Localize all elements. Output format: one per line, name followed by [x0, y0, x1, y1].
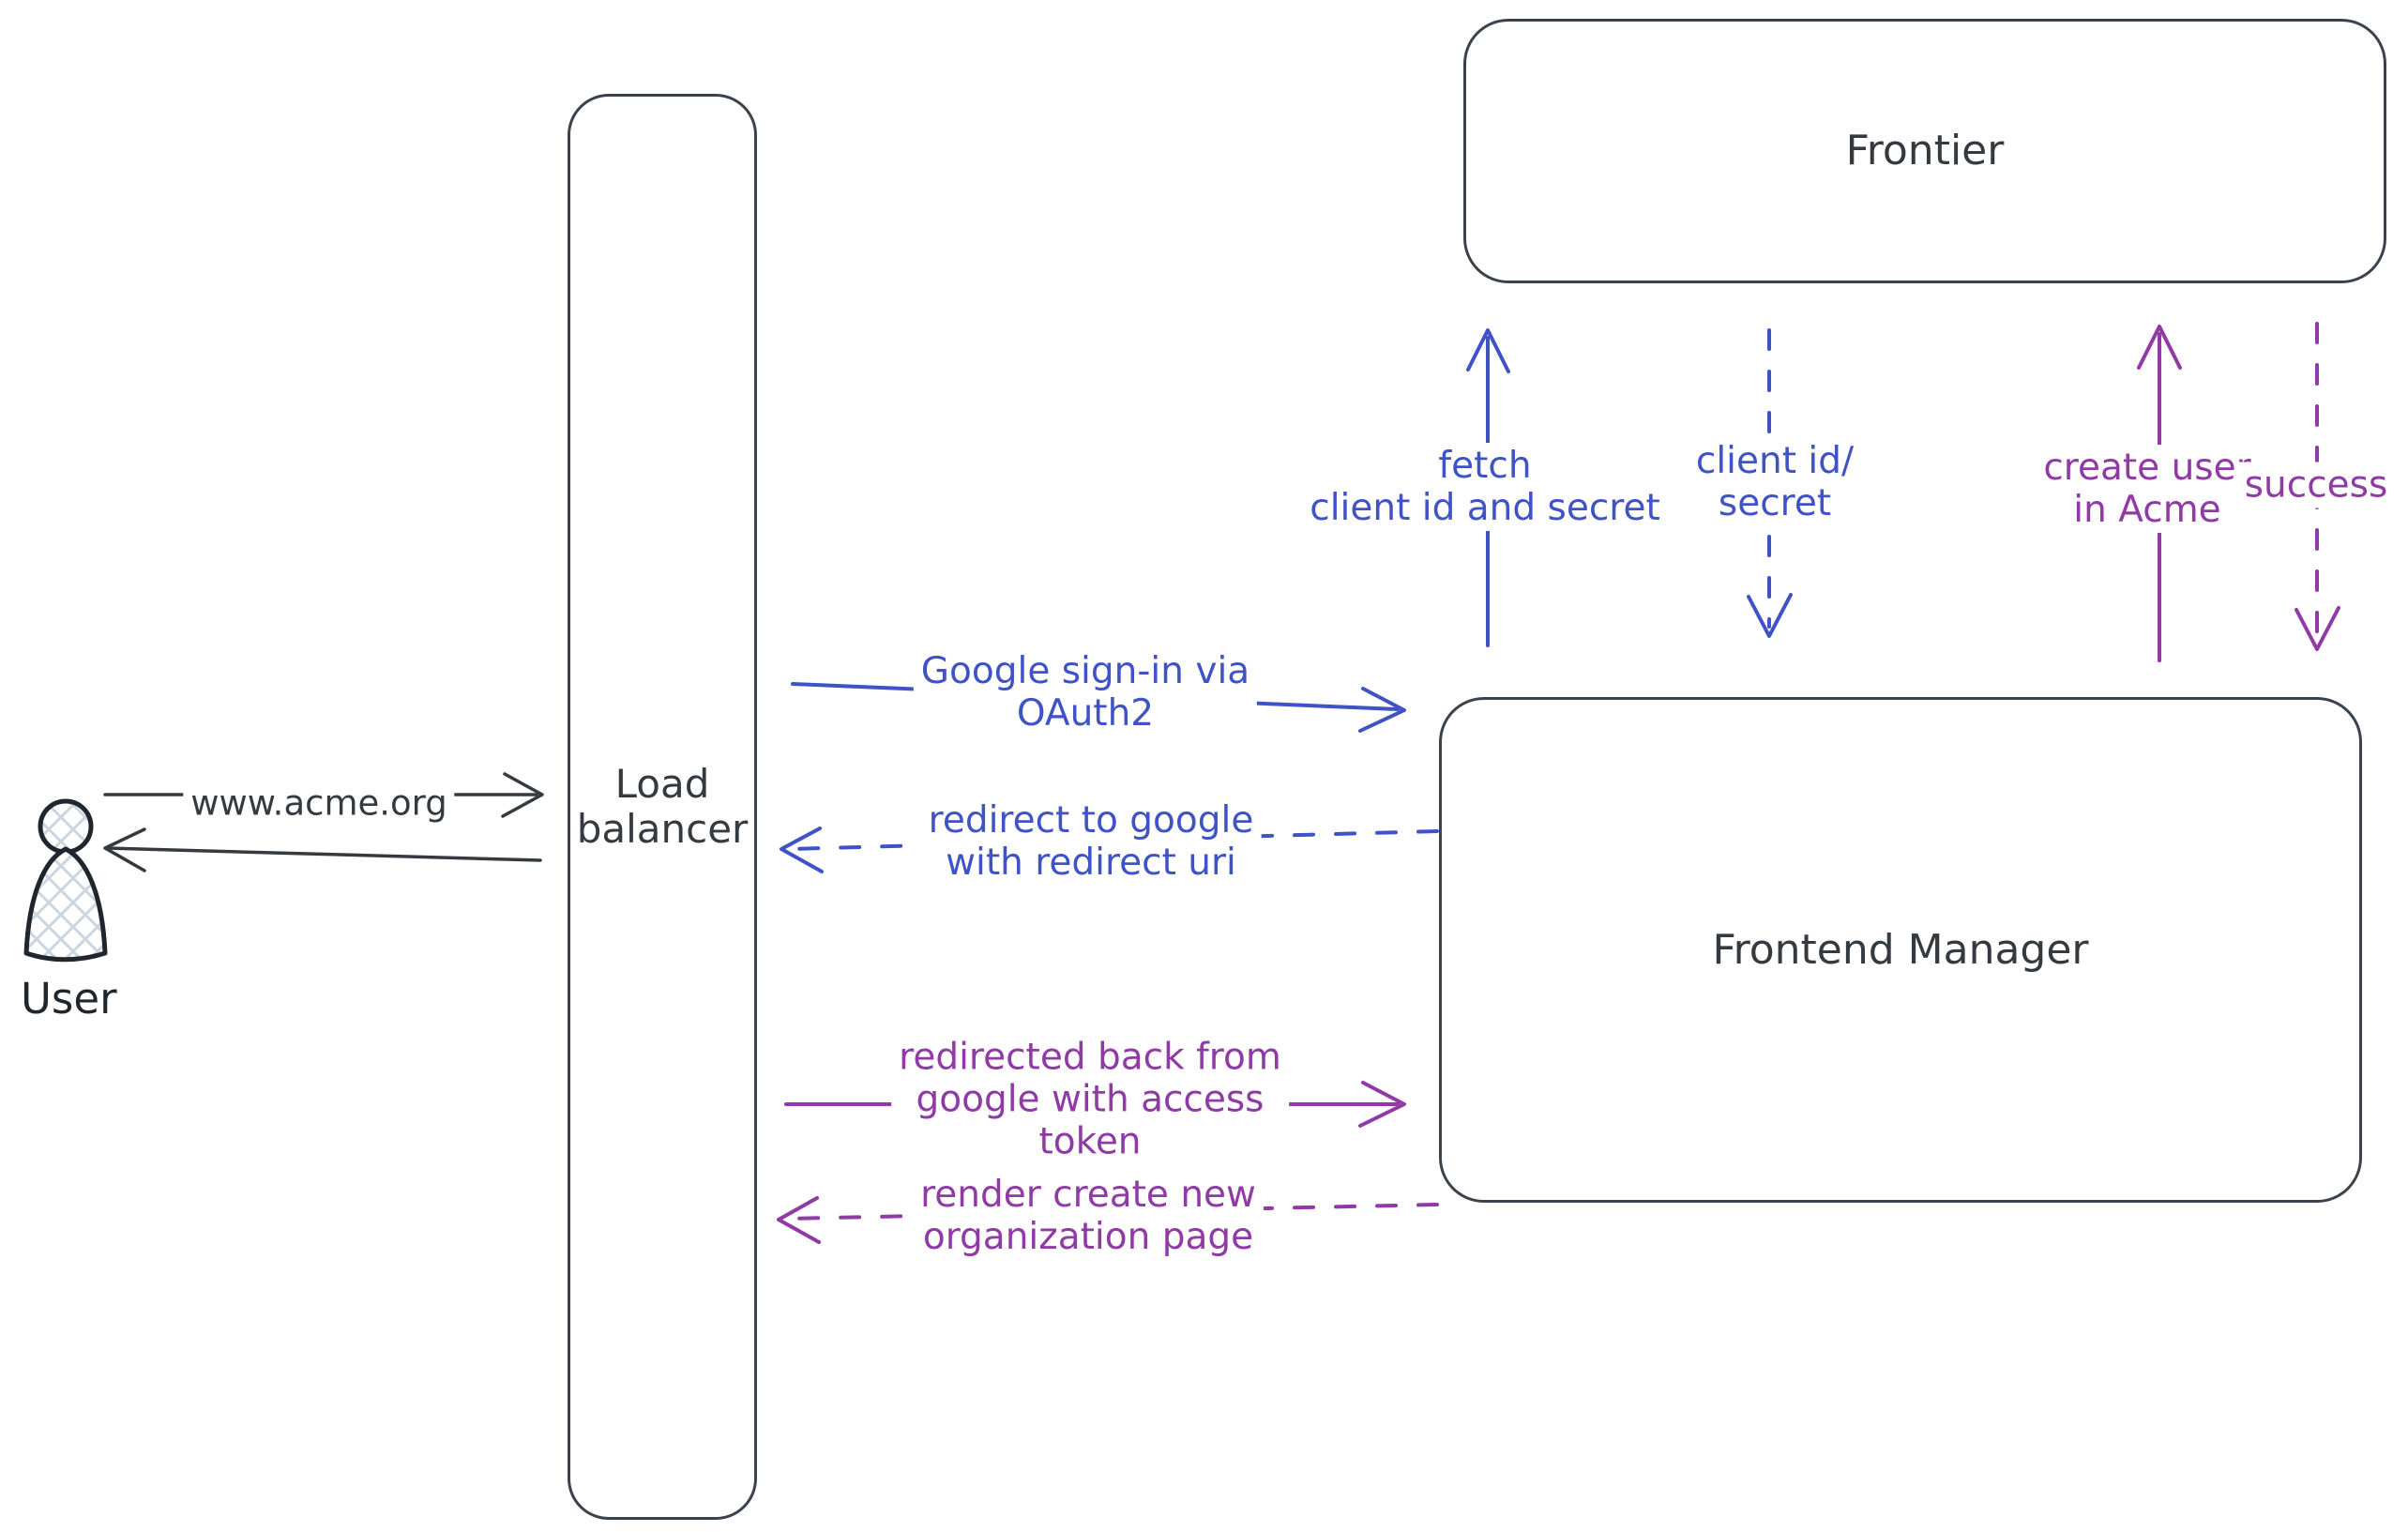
arrow-success: [2294, 322, 2340, 651]
render-org-label-line2: organization page: [922, 1216, 1254, 1258]
create-user-label: create user in Acme: [2036, 445, 2259, 533]
fetch-client-label: fetch client id and secret: [1302, 443, 1668, 531]
frontend-manager-label: Frontend Manager: [1712, 926, 2088, 975]
load-balancer-label: Load balancer: [570, 762, 754, 852]
client-id-secret-label-line1: client id/: [1695, 440, 1855, 482]
arrow-www-response: [103, 827, 542, 872]
user-head: [38, 798, 94, 855]
redirected-back-label: redirected back from google with access …: [891, 1034, 1289, 1165]
frontend-manager-box: Frontend Manager: [1439, 697, 2362, 1203]
arrow-client-id-secret: [1747, 328, 1793, 638]
user-label: User: [21, 974, 117, 1024]
frontend-manager-label-line2: Manager: [1907, 925, 2089, 974]
google-signin-label: Google sign-in via OAuth2: [913, 648, 1258, 736]
fetch-client-label-line1: fetch: [1438, 445, 1532, 487]
render-org-label: render create new organization page: [913, 1172, 1264, 1260]
load-balancer-box: Load balancer: [568, 94, 757, 1520]
create-user-label-line2: in Acme: [2073, 489, 2221, 531]
arrow-redirect-google: [780, 827, 1439, 873]
frontier-label: Frontier: [1845, 127, 2005, 174]
client-id-secret-label: client id/ secret: [1688, 438, 1862, 526]
redirected-back-label-line1: redirected back from: [899, 1036, 1281, 1079]
user-figure: [23, 798, 108, 963]
redirected-back-label-line3: token: [1038, 1120, 1142, 1163]
frontier-box: Frontier: [1463, 19, 2386, 283]
frontend-manager-label-line1: Frontend: [1712, 925, 1895, 974]
arrow-render-org: [777, 1196, 1439, 1244]
fetch-client-label-line2: client id and secret: [1310, 487, 1660, 529]
redirected-back-label-line2: google with access: [916, 1078, 1265, 1121]
redirect-google-label: redirect to google with redirect uri: [920, 797, 1262, 886]
render-org-label-line1: render create new: [920, 1174, 1256, 1216]
www-request-label: www.acme.org: [183, 780, 455, 827]
google-signin-label-line1: Google sign-in via: [920, 650, 1250, 692]
success-label: success: [2236, 462, 2396, 508]
user-body: [23, 846, 108, 963]
load-balancer-label-line2: balancer: [576, 806, 749, 852]
create-user-label-line1: create user: [2043, 447, 2251, 489]
load-balancer-label-line1: Load: [614, 761, 710, 807]
google-signin-label-line2: OAuth2: [1016, 692, 1155, 735]
redirect-google-label-line1: redirect to google: [928, 799, 1254, 842]
client-id-secret-label-line2: secret: [1718, 482, 1832, 524]
redirect-google-label-line2: with redirect uri: [946, 842, 1236, 884]
